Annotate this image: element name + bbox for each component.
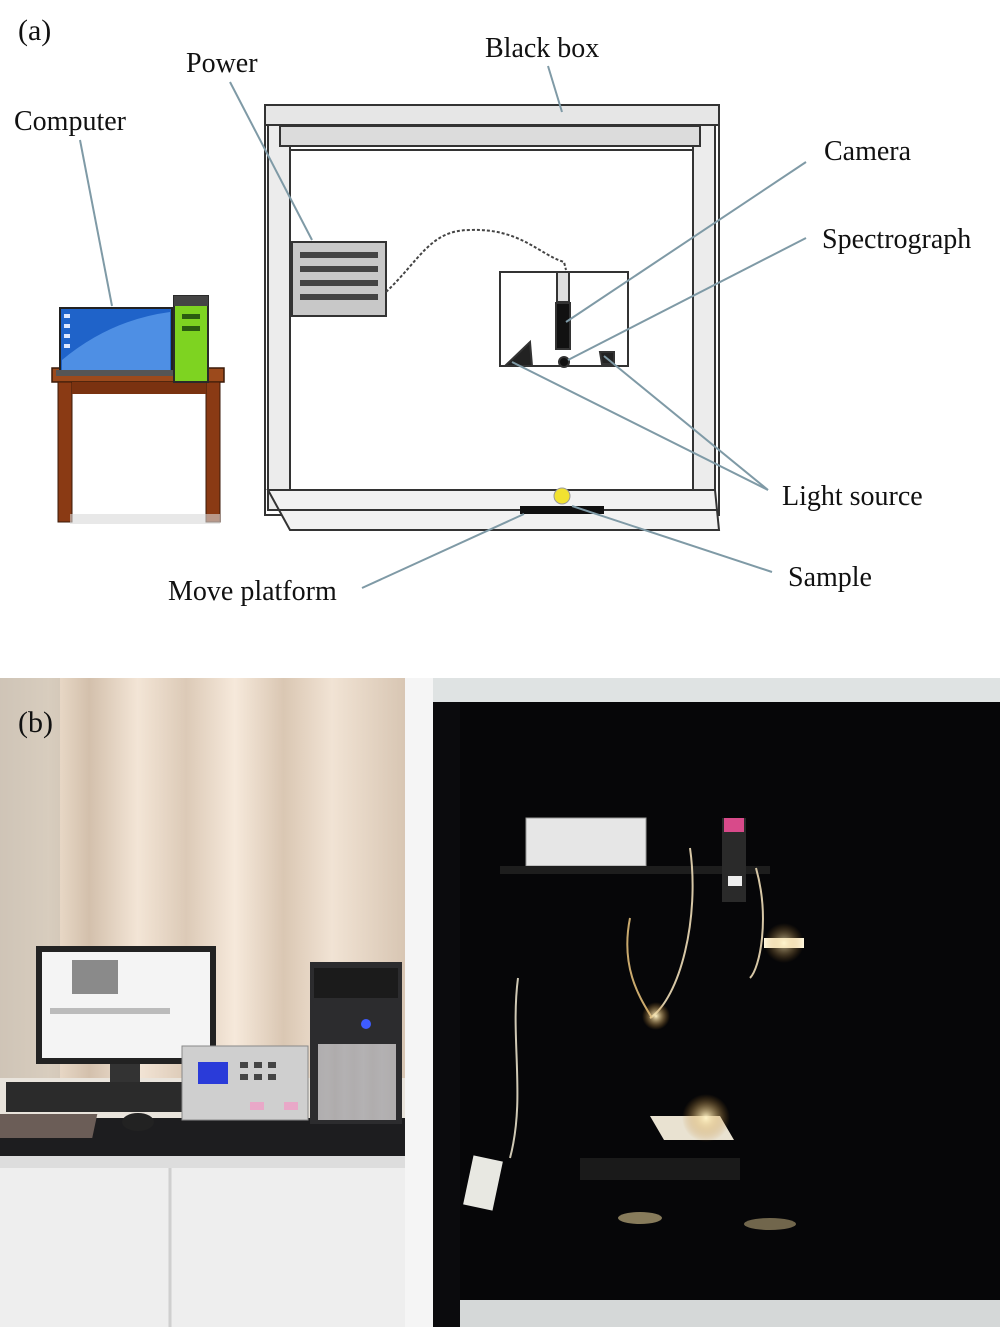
schematic-panel: (a) Computer Power Black box Camera Spec…: [0, 0, 1000, 660]
mouse-pad: [0, 1114, 98, 1138]
keyboard-icon: [6, 1082, 182, 1112]
panel-b-tag: (b): [18, 706, 53, 739]
schematic-drawing: [51, 65, 807, 589]
pc-tower-icon: [173, 295, 209, 383]
black-box-frame: [264, 104, 721, 531]
optics-holder: [499, 271, 629, 368]
power-cable: [385, 228, 567, 293]
spectrometer-box: [525, 817, 647, 867]
power-supply-icon: [291, 241, 387, 317]
setup-photo: [0, 678, 1000, 1327]
label-power: Power: [186, 48, 258, 79]
label-spectrograph: Spectrograph: [822, 224, 972, 255]
leader-lines: [79, 65, 807, 589]
photo-panel: (b): [0, 678, 1000, 1327]
computer-table: [51, 367, 225, 524]
monitor-icon: [36, 946, 216, 1082]
controller-box: [181, 1045, 309, 1121]
label-sample: Sample: [788, 562, 872, 593]
laptop-icon: [56, 307, 176, 376]
move-platform-plate: [520, 506, 604, 514]
label-computer: Computer: [14, 106, 126, 137]
label-light-source: Light source: [782, 481, 923, 512]
mouse-icon: [122, 1113, 154, 1131]
label-camera: Camera: [824, 136, 912, 167]
pc-tower-photo: [310, 962, 402, 1124]
power-strip: [463, 1155, 503, 1211]
panel-a-tag: (a): [18, 14, 52, 47]
sample-dot: [553, 487, 571, 505]
label-move-platform: Move platform: [168, 576, 337, 607]
label-black-box: Black box: [485, 33, 600, 64]
